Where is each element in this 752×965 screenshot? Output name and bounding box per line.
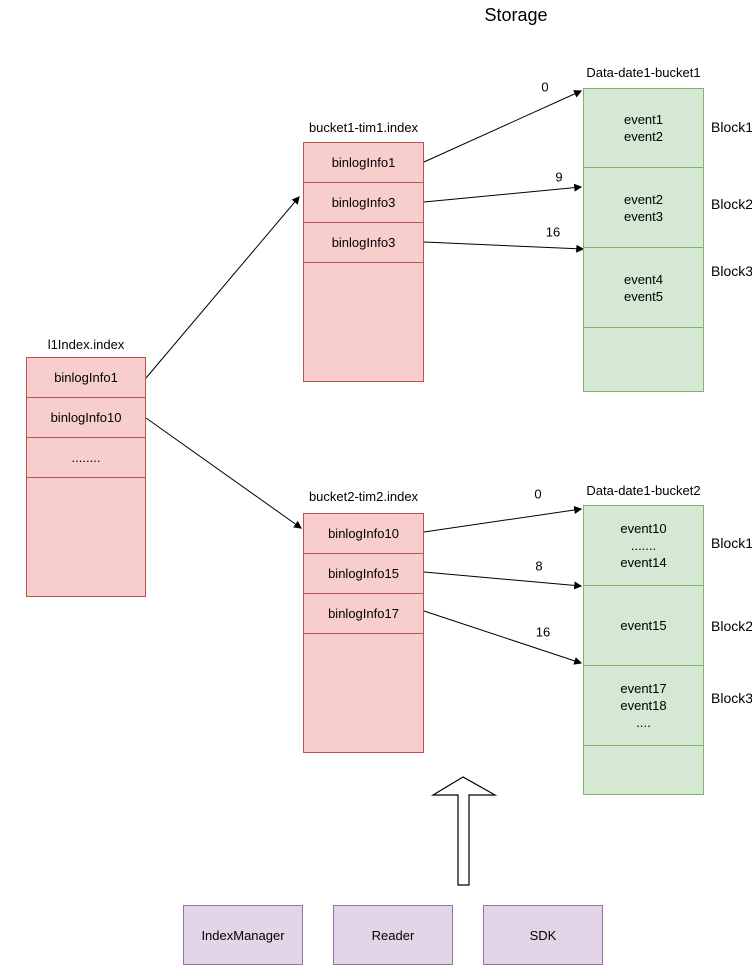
- data2-block2-label: Block2: [711, 618, 752, 634]
- data1-block3: event4 event5: [584, 248, 703, 328]
- offset-label: 16: [543, 224, 563, 240]
- data1-block3-label: Block3: [711, 263, 752, 279]
- component-indexmanager: IndexManager: [183, 905, 303, 965]
- data1-title: Data-date1-bucket1: [586, 65, 701, 80]
- bucket1-row: binlogInfo3: [304, 183, 423, 223]
- connector-bucket2-row3-block3: [423, 610, 583, 665]
- l1index-empty-area: [27, 478, 145, 596]
- component-sdk: SDK: [483, 905, 603, 965]
- l1index-row: binlogInfo1: [27, 358, 145, 398]
- bucket1-row: binlogInfo3: [304, 223, 423, 263]
- component-label: Reader: [371, 927, 415, 943]
- data1-empty-area: [584, 328, 703, 391]
- data2-block1: event10 ....... event14: [584, 506, 703, 586]
- data2-block1-label: Block1: [711, 535, 752, 551]
- l1index-row: binlogInfo10: [27, 398, 145, 438]
- connector-bucket1-row1-block1: [423, 90, 583, 163]
- connector-bucket2-row2-block2: [423, 571, 583, 590]
- bucket2-box: binlogInfo10 binlogInfo15 binlogInfo17: [303, 513, 424, 753]
- connector-bucket1-row3-block3: [423, 241, 585, 253]
- bucket2-row: binlogInfo15: [304, 554, 423, 594]
- data2-box: event10 ....... event14 event15 event17 …: [583, 505, 704, 795]
- l1index-row: ........: [27, 438, 145, 478]
- data2-block3: event17 event18 ....: [584, 666, 703, 746]
- data2-block2: event15: [584, 586, 703, 666]
- bucket1-row: binlogInfo1: [304, 143, 423, 183]
- connector-l1-to-bucket2: [145, 417, 302, 529]
- bucket2-title: bucket2-tim2.index: [308, 489, 419, 504]
- bucket1-empty-area: [304, 263, 423, 381]
- data1-block1: event1 event2: [584, 89, 703, 168]
- data1-block1-label: Block1: [711, 119, 752, 135]
- connector-l1-to-bucket1: [145, 196, 300, 379]
- data2-title: Data-date1-bucket2: [586, 483, 701, 498]
- data2-empty-area: [584, 746, 703, 794]
- offset-label: 0: [539, 79, 551, 95]
- offset-label: 0: [532, 486, 544, 502]
- bucket1-title: bucket1-tim1.index: [308, 120, 419, 135]
- connector-bucket2-row1-block1: [423, 506, 583, 533]
- event-line: event3: [623, 208, 664, 224]
- event-line: event5: [623, 288, 664, 304]
- data2-block3-label: Block3: [711, 690, 752, 706]
- bucket2-row: binlogInfo17: [304, 594, 423, 634]
- connector-bucket1-row2-block2: [423, 183, 583, 203]
- offset-label: 9: [553, 169, 565, 185]
- offset-label: 16: [533, 624, 553, 640]
- component-label: IndexManager: [201, 927, 285, 943]
- l1index-box: binlogInfo1 binlogInfo10 ........: [26, 357, 146, 597]
- data1-block2-label: Block2: [711, 196, 752, 212]
- bucket1-box: binlogInfo1 binlogInfo3 binlogInfo3: [303, 142, 424, 382]
- l1index-title: l1Index.index: [47, 337, 125, 352]
- event-line: event17: [620, 681, 667, 696]
- event-line: ....: [636, 715, 651, 730]
- offset-label: 8: [533, 558, 545, 574]
- event-line: event2: [623, 191, 664, 207]
- event-line: event18: [620, 698, 667, 713]
- component-label: SDK: [529, 927, 557, 943]
- event-line: event10: [620, 521, 667, 536]
- data1-box: event1 event2 event2 event3 event4 event…: [583, 88, 704, 392]
- data1-block2: event2 event3: [584, 168, 703, 248]
- storage-title: Storage: [484, 5, 548, 25]
- event-line: event4: [623, 271, 664, 287]
- up-arrow-icon: [430, 776, 498, 886]
- event-line: event15: [620, 618, 667, 633]
- event-line: event14: [620, 555, 667, 570]
- bucket2-row: binlogInfo10: [304, 514, 423, 554]
- event-line: .......: [630, 538, 657, 553]
- bucket2-empty-area: [304, 634, 423, 752]
- event-line: event2: [623, 129, 664, 144]
- component-reader: Reader: [333, 905, 453, 965]
- event-line: event1: [623, 112, 664, 127]
